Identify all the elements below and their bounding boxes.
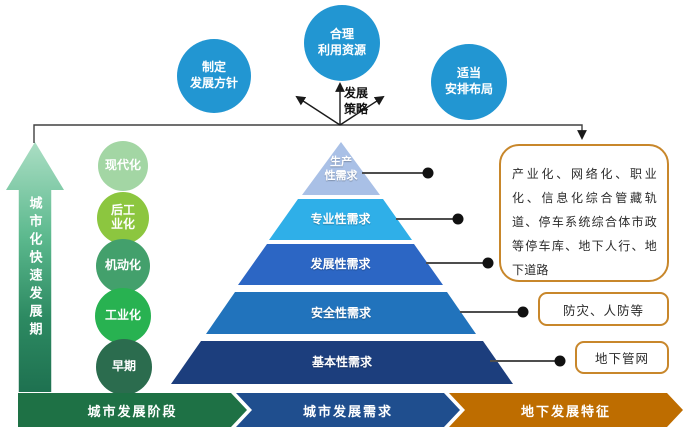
pyramid-level-development: 发展性需求 xyxy=(238,244,443,285)
stage-circle-early: 早期 xyxy=(96,339,152,395)
frame-connector-line xyxy=(33,124,587,143)
feature-box-main: 产业化、网络化、职业化、信息化综合管藏轨道、停车系统综合体市政等停车库、地下人行… xyxy=(499,144,669,282)
strategy-circle-policy: 制定 发展方针 xyxy=(177,39,251,113)
stage-circle-early-label: 早期 xyxy=(111,359,136,374)
stage-circle-motorization: 机动化 xyxy=(96,239,150,293)
banner-underground-development-feature: 地下发展特征 xyxy=(449,393,683,427)
leader-dot-basic xyxy=(554,355,566,367)
hub-arrow-left xyxy=(295,95,341,126)
pyramid-level-production: 生产 性需求 xyxy=(302,142,380,195)
stage-circle-postindustrial: 后工 业化 xyxy=(97,192,149,244)
feature-box-pipeline: 地下管网 xyxy=(575,341,669,374)
stage-circle-industrialization: 工业化 xyxy=(95,288,151,344)
banner-city-development-stage: 城市发展阶段 xyxy=(18,393,247,427)
strategy-hub-line2: 策略 xyxy=(343,102,368,117)
stage-circle-modernization-label: 现代化 xyxy=(104,158,141,173)
leader-dot-safety xyxy=(517,306,529,318)
stage-circle-modernization: 现代化 xyxy=(98,141,148,191)
feature-box-disaster: 防灾、人防等 xyxy=(538,292,669,326)
stage-circle-industrialization-label: 工业化 xyxy=(104,308,141,323)
strategy-hub-line1: 发展 xyxy=(343,86,368,100)
strategy-circle-layout-line2: 安排布局 xyxy=(444,82,493,96)
urbanization-axis-arrow: 城市化快速发展期 xyxy=(6,142,64,392)
pyramid-level-professional-label: 专业性需求 xyxy=(310,212,371,226)
banner-city-development-demand-label: 城市发展需求 xyxy=(302,403,393,419)
banner-underground-development-feature-label: 地下发展特征 xyxy=(520,403,611,419)
strategy-circle-policy-line2: 发展方针 xyxy=(189,76,238,90)
leader-dot-professional xyxy=(452,213,464,225)
pyramid-level-development-label: 发展性需求 xyxy=(310,257,371,271)
leader-dot-production xyxy=(422,167,434,179)
strategy-hub-label: 发展 策略 xyxy=(342,85,370,117)
stage-circle-motorization-label: 机动化 xyxy=(104,258,141,273)
strategy-circle-layout: 适当 安排布局 xyxy=(431,44,507,120)
pyramid-level-production-line2: 性需求 xyxy=(324,169,358,182)
strategy-circle-policy-line1: 制定 xyxy=(201,60,226,75)
strategy-circle-resource: 合理 利用资源 xyxy=(304,5,380,81)
pyramid-level-professional: 专业性需求 xyxy=(269,199,412,240)
leader-dot-development xyxy=(482,257,494,269)
strategy-circle-resource-line1: 合理 xyxy=(329,27,354,42)
urbanization-axis-label: 城市化快速发展期 xyxy=(27,196,43,340)
banner-city-development-demand: 城市发展需求 xyxy=(236,393,460,427)
pyramid-level-safety: 安全性需求 xyxy=(206,292,476,334)
banner-city-development-stage-label: 城市发展阶段 xyxy=(87,403,178,419)
pyramid-level-basic: 基本性需求 xyxy=(171,341,513,384)
pyramid-level-basic-label: 基本性需求 xyxy=(311,355,372,369)
strategy-circle-layout-line1: 适当 xyxy=(456,66,481,81)
pyramid-level-safety-label: 安全性需求 xyxy=(310,305,371,320)
pyramid-level-production-line1: 生产 xyxy=(330,156,352,168)
strategy-circle-resource-line2: 利用资源 xyxy=(317,43,366,57)
stage-circle-postindustrial-label: 后工 xyxy=(110,203,135,218)
stage-circle-postindustrial-label2: 业化 xyxy=(110,217,135,231)
